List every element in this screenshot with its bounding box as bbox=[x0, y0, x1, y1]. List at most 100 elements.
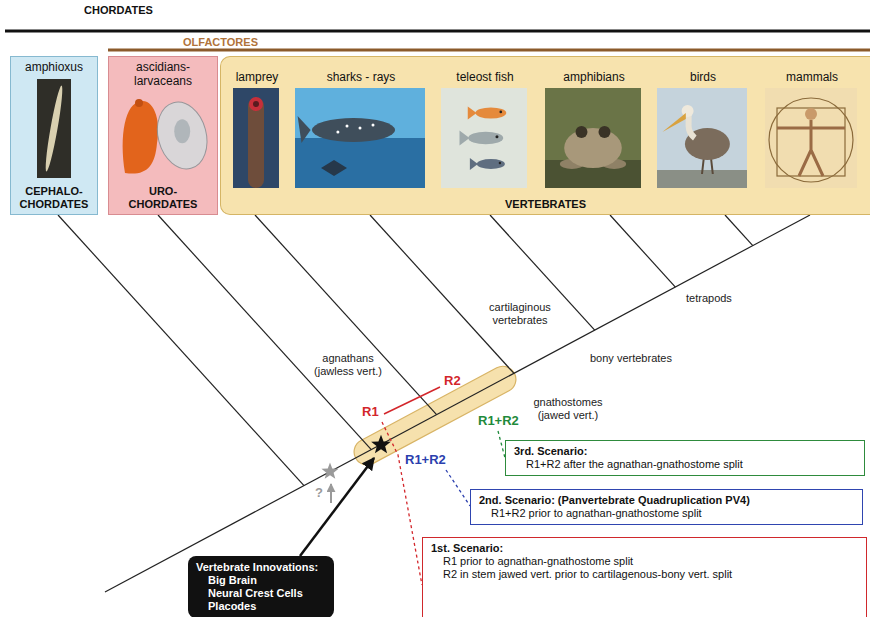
illustration-part bbox=[777, 120, 845, 176]
node-title: teleost fish bbox=[456, 70, 513, 84]
clade-label: tetrapods bbox=[686, 292, 732, 305]
node-text: R1+R2 after the agnathan-gnathostome spl… bbox=[514, 458, 856, 471]
trunk-line bbox=[105, 215, 810, 592]
node-title: amphibians bbox=[563, 70, 624, 84]
branch-line bbox=[610, 215, 675, 287]
illustration-part bbox=[545, 88, 641, 188]
illustration bbox=[657, 88, 747, 188]
branch-line bbox=[725, 215, 753, 246]
star-symbol bbox=[321, 463, 338, 479]
illustration-part bbox=[777, 108, 845, 176]
marker-label: CHORDATES bbox=[84, 4, 153, 17]
illustration-part bbox=[37, 79, 71, 178]
marker-label: R2 bbox=[444, 373, 461, 388]
node-title: 1st. Scenario: bbox=[431, 542, 858, 555]
node-text: Big Brain bbox=[196, 574, 326, 587]
branch-line bbox=[158, 215, 371, 450]
species-panel: sharks - rays bbox=[292, 70, 430, 190]
node-title: VERTEBRATES bbox=[505, 198, 586, 211]
illustration-part bbox=[346, 125, 349, 128]
illustration-part bbox=[662, 113, 685, 132]
node-text: Placodes bbox=[196, 600, 326, 613]
node-text: Neural Crest Cells bbox=[196, 587, 326, 600]
marker-label: OLFACTORES bbox=[183, 36, 258, 49]
species-panel: lamprey bbox=[230, 70, 284, 190]
illustration-part bbox=[295, 138, 425, 188]
chordate-bar bbox=[5, 30, 870, 33]
species-panel: mammals bbox=[762, 70, 862, 190]
taxon-box: ascidians- larvaceansURO- CHORDATES bbox=[108, 56, 218, 215]
illustration-part bbox=[150, 96, 211, 174]
illustration bbox=[295, 88, 425, 188]
illustration-part bbox=[805, 108, 817, 120]
illustration-part bbox=[123, 101, 158, 174]
illustration-part bbox=[441, 88, 527, 188]
black-arrow bbox=[300, 458, 374, 556]
illustration-part bbox=[702, 158, 713, 174]
illustration-part bbox=[769, 98, 853, 182]
illustration-part bbox=[564, 128, 622, 168]
illustration bbox=[545, 88, 641, 188]
leader-line bbox=[382, 422, 422, 585]
illustration-part bbox=[575, 126, 587, 138]
taxon-box: amphioxusCEPHALO- CHORDATES bbox=[10, 56, 98, 215]
r1-r2-bracket bbox=[384, 387, 440, 414]
scenario-box: 1st. Scenario:R1 prior to agnathan-gnath… bbox=[422, 537, 867, 617]
branch-line bbox=[255, 215, 437, 415]
innovation-box: Vertebrate Innovations:Big BrainNeural C… bbox=[188, 556, 334, 617]
illustration-part bbox=[321, 160, 347, 176]
marker-label: ? bbox=[315, 485, 323, 500]
node-text: CEPHALO- CHORDATES bbox=[15, 185, 93, 211]
illustration-part bbox=[253, 101, 259, 107]
clade-label: gnathostomes (jawed vert.) bbox=[526, 396, 610, 422]
leader-line bbox=[446, 470, 470, 506]
node-title: 3rd. Scenario: bbox=[514, 445, 856, 458]
clade-label: cartilaginous vertebrates bbox=[480, 301, 560, 327]
clade-label: agnathans (jawless vert.) bbox=[308, 352, 388, 378]
illustration-part bbox=[298, 116, 311, 143]
marker-label: R1+R2 bbox=[405, 452, 446, 467]
node-text: R1 prior to agnathan-gnathostome split bbox=[431, 555, 858, 568]
cladogram bbox=[58, 215, 810, 592]
leader-line bbox=[498, 431, 505, 458]
gray-arrow bbox=[330, 484, 332, 503]
marker-label: R1+R2 bbox=[478, 413, 519, 428]
scenario-box: 3rd. Scenario:R1+R2 after the agnathan-g… bbox=[505, 440, 865, 476]
illustration-part bbox=[336, 131, 339, 134]
marker-label: R1 bbox=[362, 404, 379, 419]
illustration-part bbox=[499, 111, 502, 114]
scenario-box: 2nd. Scenario: (Panvertebrate Quadruplic… bbox=[470, 489, 863, 525]
illustration-part bbox=[468, 132, 503, 145]
illustration-part bbox=[475, 108, 506, 119]
illustration-part bbox=[312, 118, 395, 142]
branch-line bbox=[58, 215, 304, 486]
illustration-part bbox=[495, 135, 498, 138]
group-band: VERTEBRATES lamprey sharks - rays teleost f… bbox=[220, 56, 870, 215]
node-title: 2nd. Scenario: (Panvertebrate Quadruplic… bbox=[479, 494, 854, 507]
illustration bbox=[441, 88, 527, 188]
node-title: Vertebrate Innovations: bbox=[196, 561, 326, 574]
node-title: amphioxus bbox=[25, 60, 83, 74]
illustration-part bbox=[468, 106, 477, 119]
node-title: mammals bbox=[786, 70, 838, 84]
olfactores-bar bbox=[108, 49, 870, 52]
node-text: URO- CHORDATES bbox=[124, 185, 202, 211]
node-title: birds bbox=[690, 70, 716, 84]
node-text: R2 in stem jawed vert. prior to cartilag… bbox=[431, 568, 858, 581]
branch-line bbox=[370, 215, 514, 373]
illustration-part bbox=[372, 124, 375, 127]
species-panel: teleost fish bbox=[438, 70, 532, 190]
illustration-part bbox=[174, 119, 190, 143]
illustration-part bbox=[249, 97, 263, 111]
node-title: ascidians- larvaceans bbox=[118, 60, 208, 88]
species-panel: birds bbox=[654, 70, 752, 190]
node-title: lamprey bbox=[236, 70, 279, 84]
illustration bbox=[115, 93, 211, 178]
node-title: sharks - rays bbox=[327, 70, 396, 84]
illustration bbox=[233, 88, 279, 188]
illustration-part bbox=[470, 158, 478, 170]
illustration-part bbox=[765, 88, 857, 188]
illustration-part bbox=[359, 127, 362, 130]
